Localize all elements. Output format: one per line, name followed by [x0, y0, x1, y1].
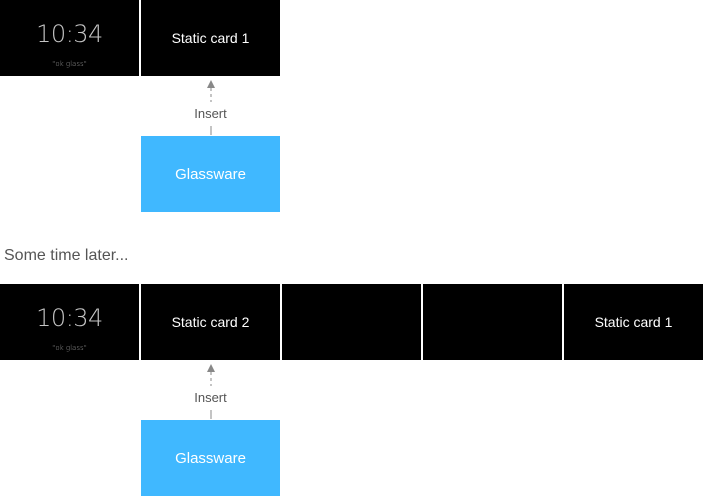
clock-time: 10:34: [36, 20, 103, 48]
clock-time: 10:34: [36, 304, 103, 332]
static-card-1: Static card 1: [141, 0, 280, 76]
home-clock-card: 10:34 "ok glass": [0, 284, 139, 360]
insert-label: Insert: [194, 106, 227, 121]
insert-arrow: [207, 80, 215, 135]
clock-hint: "ok glass": [52, 60, 87, 68]
timeline-card-empty: [423, 284, 562, 360]
glassware-label: Glassware: [175, 165, 246, 183]
arrow-head: [207, 364, 215, 372]
card-label: Static card 2: [171, 314, 250, 330]
static-card-1: Static card 1: [564, 284, 703, 360]
arrow-head: [207, 80, 215, 88]
clock-hint: "ok glass": [52, 344, 87, 352]
home-clock-card: 10:34 "ok glass": [0, 0, 139, 76]
glassware-box: Glassware: [141, 136, 280, 212]
insert-arrow: [207, 364, 215, 419]
separator-caption: Some time later...: [4, 247, 129, 264]
card-label: Static card 1: [594, 314, 673, 330]
static-card-2: Static card 2: [141, 284, 280, 360]
glassware-box: Glassware: [141, 420, 280, 496]
timeline-card-empty: [282, 284, 421, 360]
glassware-label: Glassware: [175, 449, 246, 467]
card-label: Static card 1: [171, 30, 250, 46]
insert-label: Insert: [194, 390, 227, 405]
